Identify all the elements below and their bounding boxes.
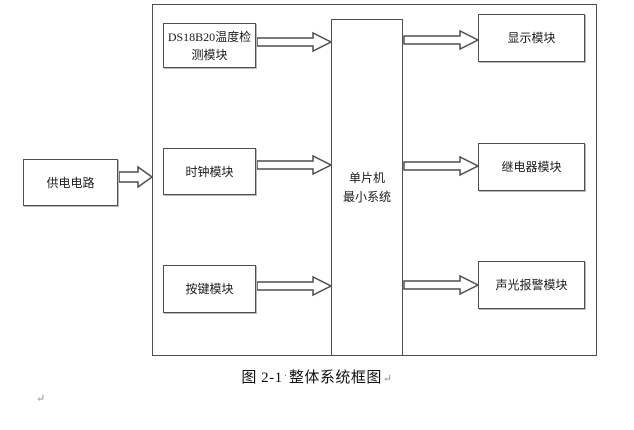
display-module-box: 显示模块 [478, 14, 585, 62]
clock-module-label: 时钟模块 [185, 164, 234, 179]
mcu-minimal-system-box: 单片机 最小系统 [331, 19, 403, 356]
stray-paragraph-mark-icon: ↵ [36, 393, 46, 405]
relay-module-box: 继电器模块 [478, 143, 585, 191]
ds18b20-temperature-module-label: DS18B20温度检 测模块 [167, 29, 252, 62]
arrow-power-to-system [118, 165, 154, 189]
key-module-box: 按键模块 [163, 265, 256, 313]
display-module-label: 显示模块 [507, 31, 556, 45]
mcu-minimal-system-label: 单片机 最小系统 [342, 170, 391, 204]
sound-light-alarm-module-label: 声光报警模块 [495, 278, 568, 292]
power-circuit-label: 供电电路 [46, 175, 95, 190]
power-circuit-box: 供电电路 [23, 159, 118, 206]
clock-module-box: 时钟模块 [163, 148, 256, 195]
space-formatting-mark: · [283, 370, 288, 382]
figure-number-label: 图 2-1 [241, 370, 283, 386]
paragraph-mark-icon: ↵ [382, 373, 393, 385]
ds18b20-temperature-module-box: DS18B20温度检 测模块 [163, 23, 256, 68]
key-module-label: 按键模块 [185, 282, 234, 296]
figure-title: 整体系统框图 [288, 370, 382, 386]
relay-module-label: 继电器模块 [501, 160, 562, 174]
sound-light-alarm-module-box: 声光报警模块 [478, 261, 585, 309]
figure-caption: 图 2-1·整体系统框图↵ [0, 366, 634, 387]
